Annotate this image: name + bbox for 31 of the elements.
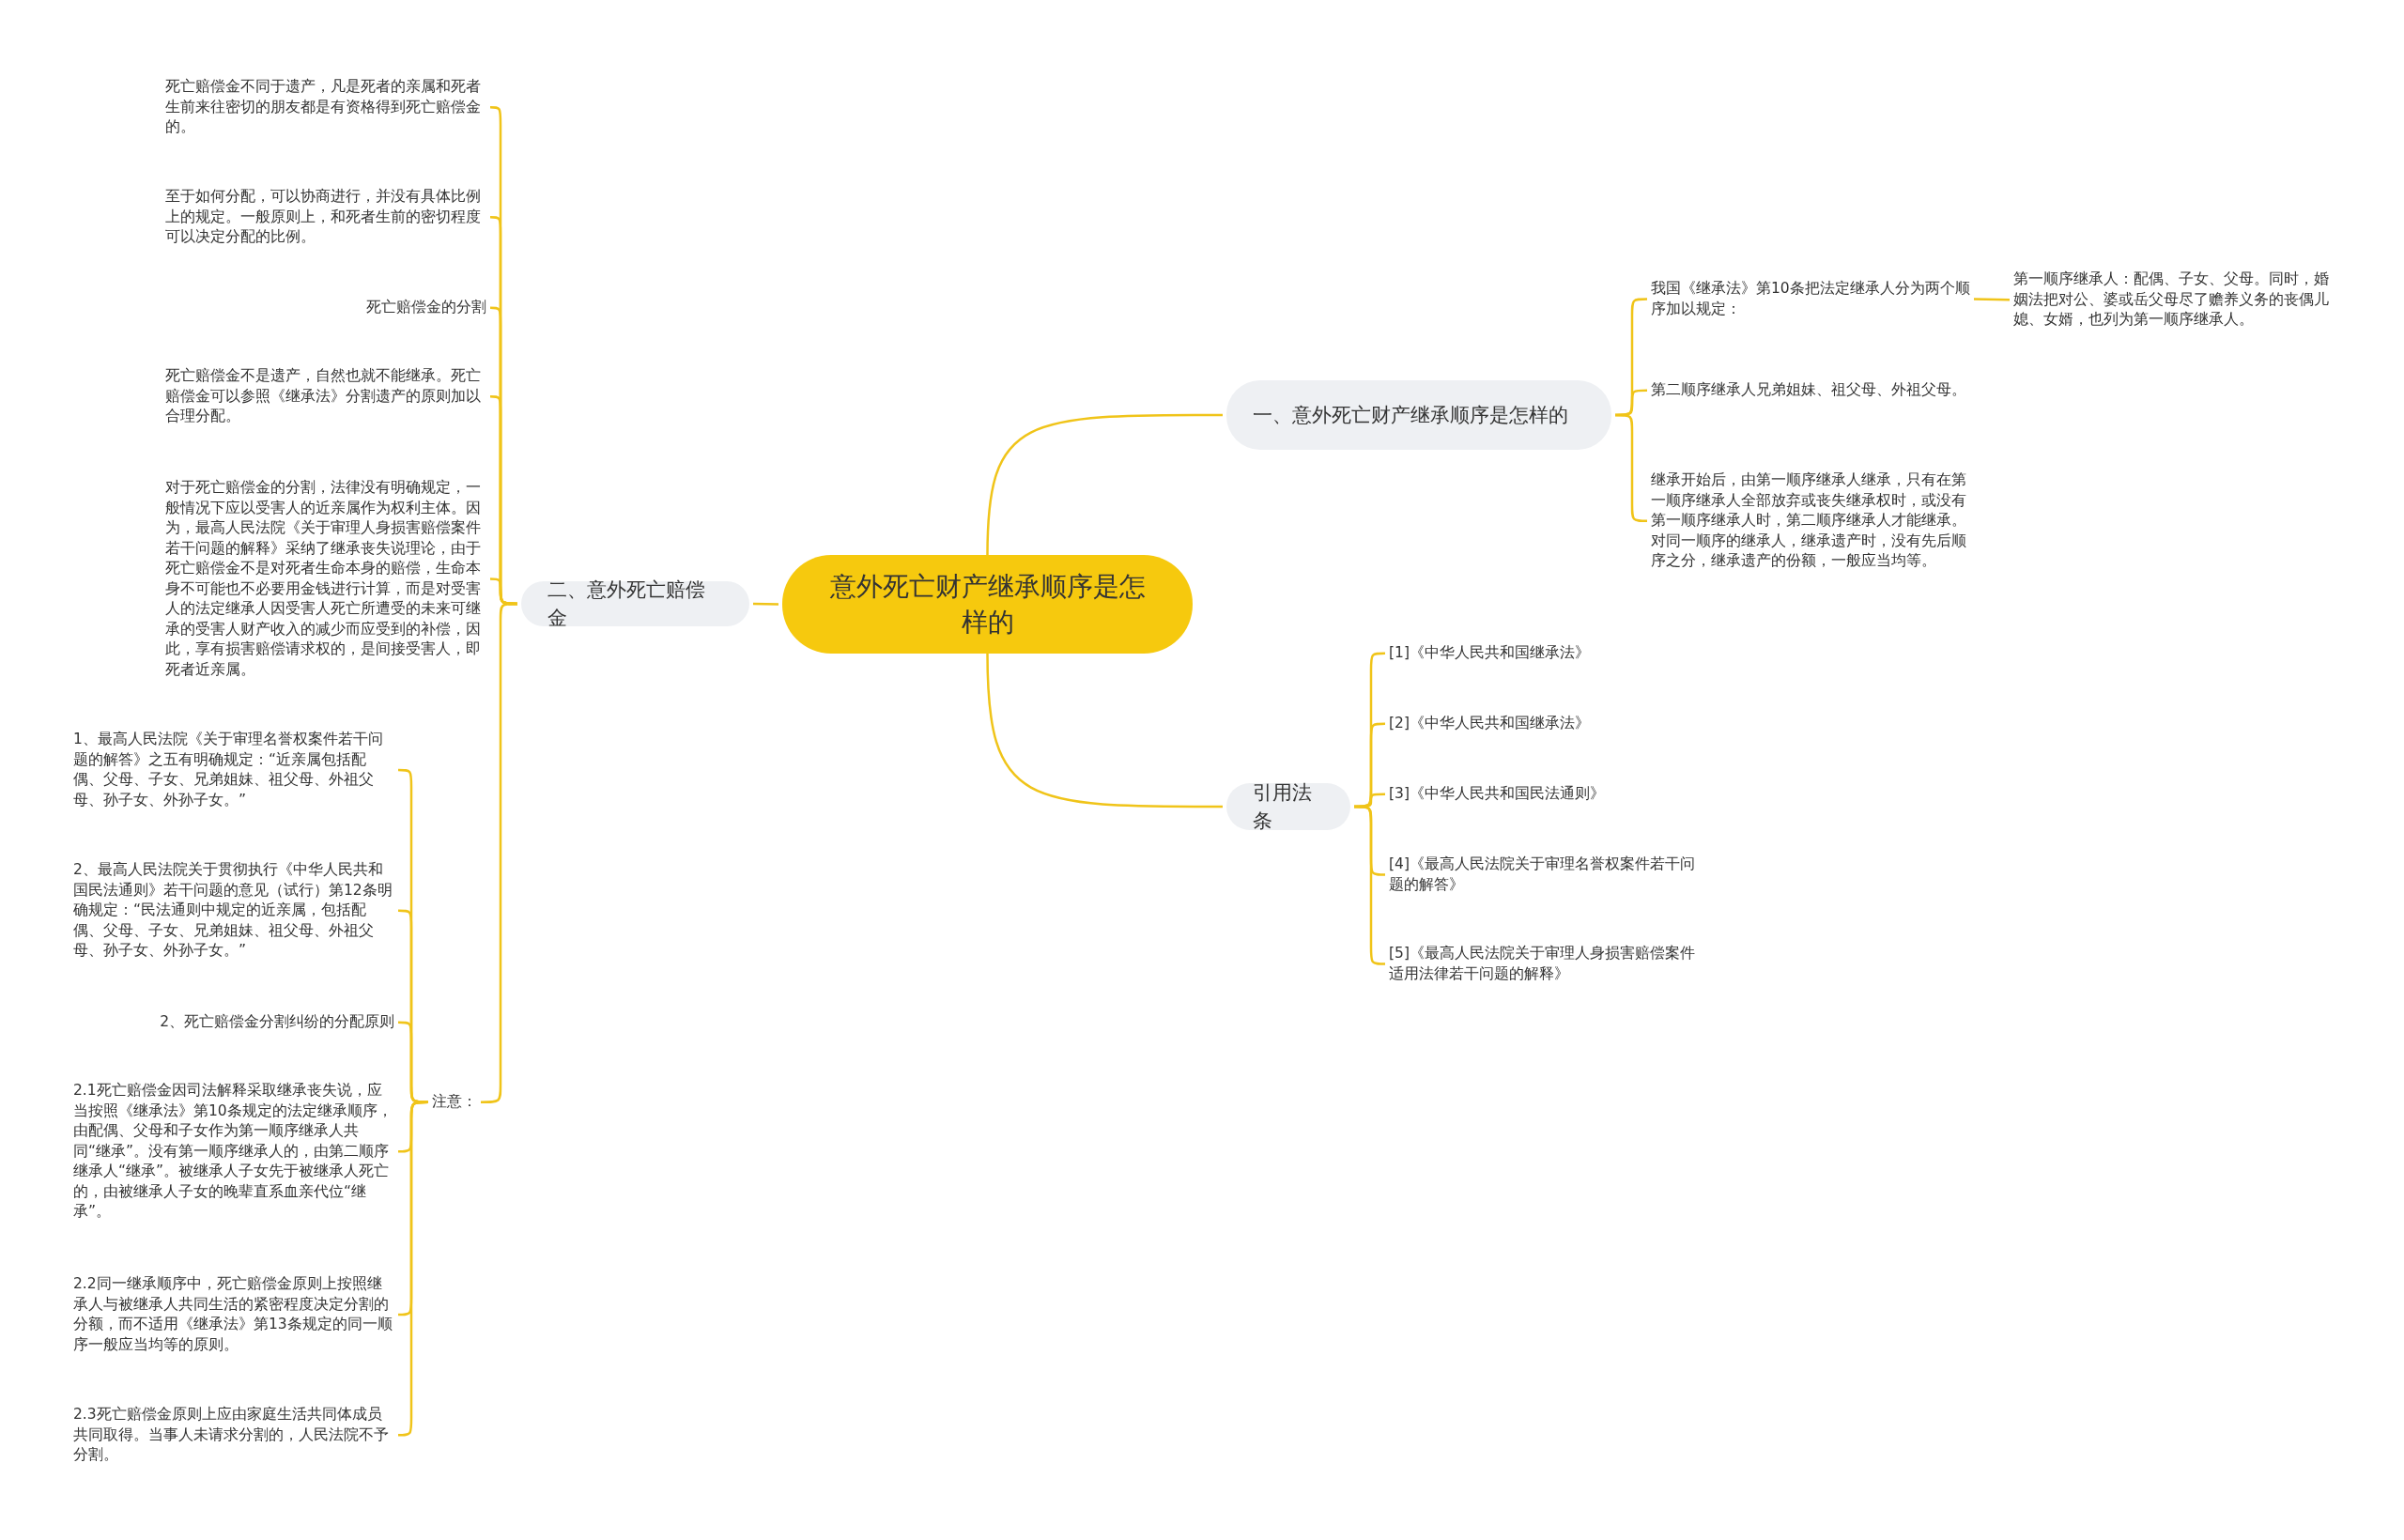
topic-box: 一、意外死亡财产继承顺序是怎样的 (1226, 380, 1611, 450)
note-text: 2.2同一继承顺序中，死亡赔偿金原则上按照继承人与被继承人共同生活的紧密程度决定分割的分额，而不适用《继承法》第13条规定的同一顺序一般应当均等的原则。 (73, 1274, 394, 1355)
note-text: 2.1死亡赔偿金因司法解释采取继承丧失说，应当按照《继承法》第10条规定的法定继承顺序，由配偶、父母和子女作为第一顺序继承人共同“继承”。没有第一顺序继承人的，由第二顺序继承人“继承”。被继承人子女先于被继承人死亡的，由被继承人子女的晚辈直系血亲代位“继承”。 (73, 1081, 394, 1223)
note-text: 第一顺序继承人：配偶、子女、父母。同时，婚姻法把对公、婆或岳父母尽了赡养义务的丧偶儿媳、女婿，也列为第一顺序继承人。 (2013, 270, 2342, 331)
note-text: 我国《继承法》第10条把法定继承人分为两个顺序加以规定： (1651, 279, 1970, 319)
note-text: 第二顺序继承人兄弟姐妹、祖父母、外祖父母。 (1651, 380, 1972, 401)
note-text: 1、最高人民法院《关于审理名誉权案件若干问题的解答》之五有明确规定：“近亲属包括配偶、父母、子女、兄弟姐妹、祖父母、外祖父母、孙子女、外孙子女。” (73, 730, 394, 810)
connector-line (398, 1021, 428, 1103)
topic-box: 引用法条 (1226, 783, 1350, 830)
connector-line (986, 653, 1223, 808)
note-text: [5]《最高人民法院关于审理人身损害赔偿案件适用法律若干问题的解释》 (1389, 944, 1708, 984)
connector-line (1973, 298, 2011, 301)
note-text: 2、最高人民法院关于贯彻执行《中华人民共和国民法通则》若干问题的意见（试行）第12条明确规定：“民法通则中规定的近亲属，包括配偶、父母、子女、兄弟姐妹、祖父母、外祖父母、孙子女、外孙子女。” (73, 860, 394, 962)
note-text: [2]《中华人民共和国继承法》 (1389, 714, 1708, 734)
note-text: 对于死亡赔偿金的分割，法律没有明确规定，一般情况下应以受害人的近亲属作为权利主体。因为，最高人民法院《关于审理人身损害赔偿案件若干问题的解释》采纳了继承丧失说理论，由于死亡赔偿金不是对死者生命本身的赔偿，生命本身不可能也不必要用金钱进行计算，而是对受害人的法定继承人因受害人死亡所遭受的未来可继承的受害人财产收入的减少而应受到的补偿，因此，享有损害赔偿请求权的，是间接受害人，即死者近亲属。 (165, 478, 486, 680)
note-text: 2、死亡赔偿金分割纠纷的分配原则 (160, 1012, 394, 1033)
note-text: 死亡赔偿金的分割 (366, 298, 486, 318)
note-text: [1]《中华人民共和国继承法》 (1389, 643, 1708, 664)
note-text: 注意： (432, 1092, 477, 1113)
note-text: [3]《中华人民共和国民法通则》 (1389, 784, 1708, 805)
note-text: 死亡赔偿金不是遗产，自然也就不能继承。死亡赔偿金可以参照《继承法》分割遗产的原则加以合理分配。 (165, 366, 486, 427)
note-text: 死亡赔偿金不同于遗产，凡是死者的亲属和死者生前来往密切的朋友都是有资格得到死亡赔偿金的。 (165, 77, 486, 138)
connector-line (752, 602, 779, 606)
note-text: 2.3死亡赔偿金原则上应由家庭生活共同体成员共同取得。当事人未请求分割的，人民法院不予分割。 (73, 1405, 394, 1466)
connector-line (986, 413, 1223, 556)
note-text: 继承开始后，由第一顺序继承人继承，只有在第一顺序继承人全部放弃或丧失继承权时，或没有第一顺序继承人时，第二顺序继承人才能继承。对同一顺序的继承人，继承遗产时，没有先后顺序之分，继承遗产的份额，一般应当均等。 (1651, 470, 1972, 572)
note-text: 至于如何分配，可以协商进行，并没有具体比例上的规定。一般原则上，和死者生前的密切程度可以决定分配的比例。 (165, 187, 486, 248)
note-text: [4]《最高人民法院关于审理名誉权案件若干问题的解答》 (1389, 855, 1708, 895)
topic-box: 二、意外死亡赔偿金 (521, 581, 749, 626)
connector-line (481, 602, 517, 1103)
central-topic: 意外死亡财产继承顺序是怎样的 (782, 555, 1193, 654)
